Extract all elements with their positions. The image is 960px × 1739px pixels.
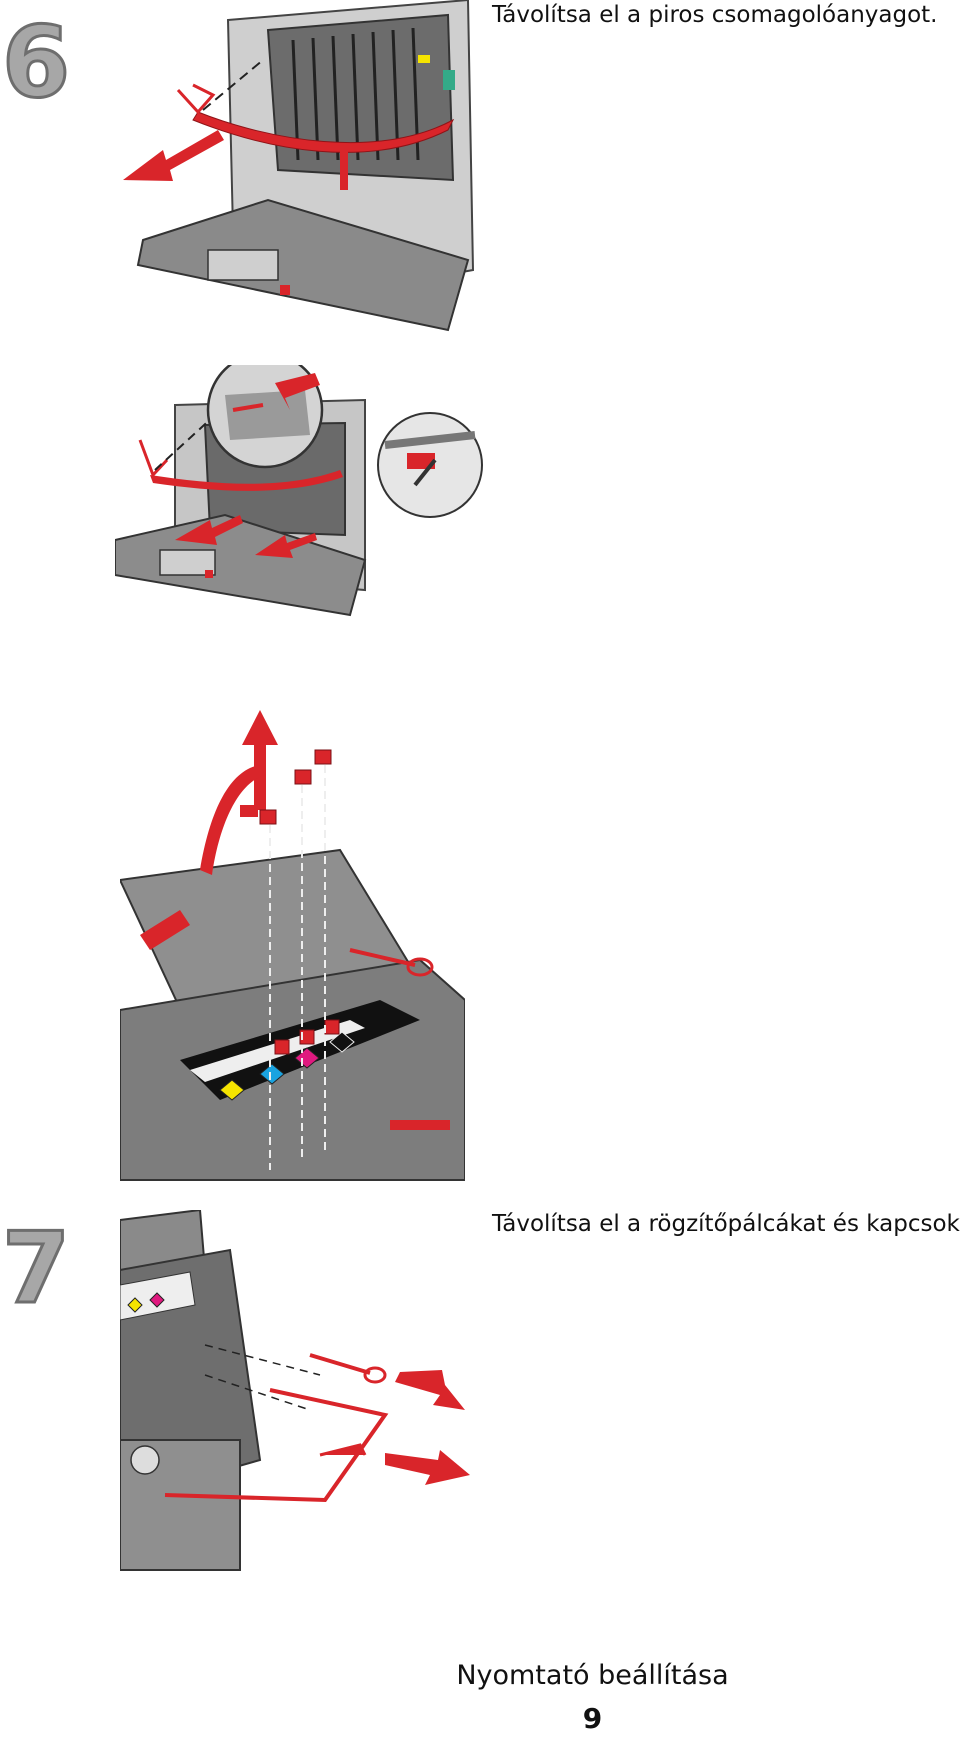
step-6-figure-detail-callouts: [115, 365, 483, 617]
footer-section-title: Nyomtató beállítása: [456, 1660, 729, 1691]
step-7-instruction: Távolítsa el a rögzítőpálcákat és kapcso…: [492, 1211, 960, 1237]
step-6-figure-remove-packaging: [123, 0, 475, 332]
step-7-number: 7: [0, 1212, 71, 1326]
page-number: 9: [582, 1702, 603, 1735]
step-7-figure-remove-rods: [120, 1210, 470, 1571]
step-6-number: 6: [0, 6, 71, 120]
step-6-instruction: Távolítsa el a piros csomagolóanyagot.: [492, 2, 938, 28]
step-6-figure-lift-packaging: [120, 710, 465, 1181]
